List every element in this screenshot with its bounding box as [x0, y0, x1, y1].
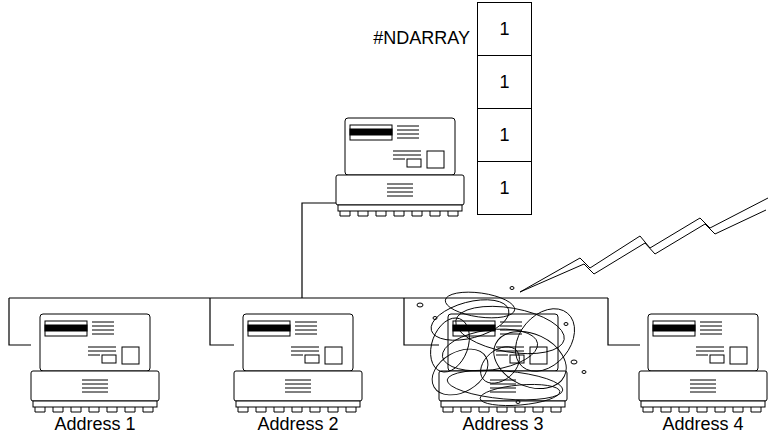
slave-device	[639, 314, 767, 412]
fault-dots	[417, 287, 586, 404]
cell-value: 1	[499, 179, 509, 197]
array-name: #NDARRAY	[373, 29, 470, 47]
device-node: Address 4	[638, 313, 768, 433]
address-label: Address 4	[662, 415, 743, 433]
cell-value: 1	[499, 73, 509, 91]
array-cell: 1	[477, 161, 532, 215]
address-label: Address 1	[54, 415, 135, 433]
cell-value: 1	[499, 20, 509, 38]
device-node: Address 1	[30, 313, 160, 433]
slave-device	[234, 314, 362, 412]
device-node: Address 2	[233, 313, 363, 433]
address-label: Address 3	[462, 415, 543, 433]
device-node: Address 3	[438, 313, 568, 433]
array-cell: 1	[477, 108, 532, 162]
master-device	[336, 118, 464, 216]
lightning-bolt	[520, 198, 768, 292]
address-label: Address 2	[257, 415, 338, 433]
slave-device	[31, 314, 159, 412]
array-cell: 1	[477, 55, 532, 109]
fault-scribble	[424, 288, 587, 408]
array-cell: 1	[477, 2, 532, 56]
cell-value: 1	[499, 126, 509, 144]
